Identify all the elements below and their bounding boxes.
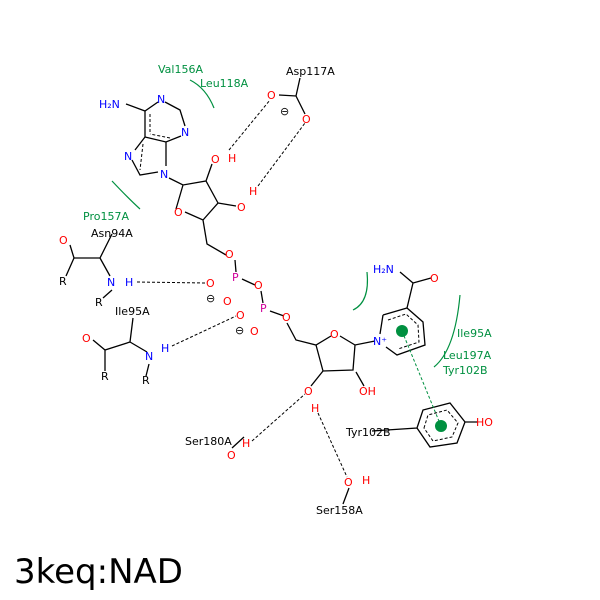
residue-label-ile95a-hydrophobic: Ile95A <box>457 327 492 340</box>
residue-label-asp117a: Asp117A <box>286 65 335 78</box>
atom-r: R <box>95 296 103 309</box>
atom-o: O <box>330 328 339 341</box>
atom-o: O <box>304 385 313 398</box>
atom-ho: HO <box>476 416 493 429</box>
ligand-bonds <box>65 77 478 505</box>
atom-p: P <box>232 271 239 284</box>
atom-n-plus: N⁺ <box>373 335 387 348</box>
pi-centroid-nicotinamide <box>396 325 408 337</box>
diagram-title: 3keq:NAD <box>14 552 183 592</box>
residue-label-pro157a: Pro157A <box>83 210 129 223</box>
atom-o: O <box>267 89 276 102</box>
atom-o: O <box>206 277 215 290</box>
atom-h: H <box>228 152 236 165</box>
atom-r: R <box>142 374 150 387</box>
atom-o: O <box>227 449 236 462</box>
atom-n: N <box>145 350 153 363</box>
hydrophobic-contacts <box>111 79 461 432</box>
atom-n: N <box>181 126 189 139</box>
atom-o: O <box>225 248 234 261</box>
atom-o: O <box>430 272 439 285</box>
atom-o: O <box>82 332 91 345</box>
residue-label-asn94a: Asn94A <box>91 227 133 240</box>
atom-o: O <box>59 234 68 247</box>
negative-charge: ⊖ <box>280 105 289 118</box>
pi-centroid-tyrosine <box>435 420 447 432</box>
negative-charge: ⊖ <box>206 292 215 305</box>
atom-o: O <box>254 279 263 292</box>
amine-label: H₂N <box>99 98 120 111</box>
atom-n: N <box>124 150 132 163</box>
atom-labels: H₂N N N N N O O H O H O P O O ⊖ O P O O … <box>59 89 493 489</box>
atom-h: H <box>161 342 169 355</box>
atom-o: O <box>211 153 220 166</box>
atom-n: N <box>157 93 165 106</box>
atom-o: O <box>344 476 353 489</box>
residue-label-tyr102b: Tyr102B <box>345 426 391 439</box>
atom-oh: OH <box>359 385 376 398</box>
atom-n: N <box>160 168 168 181</box>
hydrogen-bonds <box>136 99 348 478</box>
atom-o: O <box>250 325 259 338</box>
residue-label-ile95a: Ile95A <box>115 305 150 318</box>
atom-n: N <box>107 276 115 289</box>
amide-label: H₂N <box>373 263 394 276</box>
atom-r: R <box>101 370 109 383</box>
atom-h: H <box>362 474 370 487</box>
atom-o: O <box>223 295 232 308</box>
atom-o: O <box>174 206 183 219</box>
atom-r: R <box>59 275 67 288</box>
residue-labels: Val156A Leu118A Asp117A Pro157A Asn94A I… <box>83 63 492 517</box>
residue-label-ser180a: Ser180A <box>185 435 232 448</box>
atom-h: H <box>249 185 257 198</box>
atom-h: H <box>242 437 250 450</box>
atom-p: P <box>260 302 267 315</box>
atom-o: O <box>302 113 311 126</box>
residue-label-ser158a: Ser158A <box>316 504 363 517</box>
atom-h: H <box>311 402 319 415</box>
residue-label-val156a: Val156A <box>158 63 203 76</box>
atom-o: O <box>282 311 291 324</box>
residue-label-leu118a: Leu118A <box>200 77 249 90</box>
residue-label-tyr102b-hydrophobic: Tyr102B <box>442 364 488 377</box>
atom-h: H <box>125 276 133 289</box>
atom-o: O <box>236 309 245 322</box>
atom-o: O <box>237 201 246 214</box>
residue-label-leu197a: Leu197A <box>443 349 492 362</box>
negative-charge: ⊖ <box>235 324 244 337</box>
